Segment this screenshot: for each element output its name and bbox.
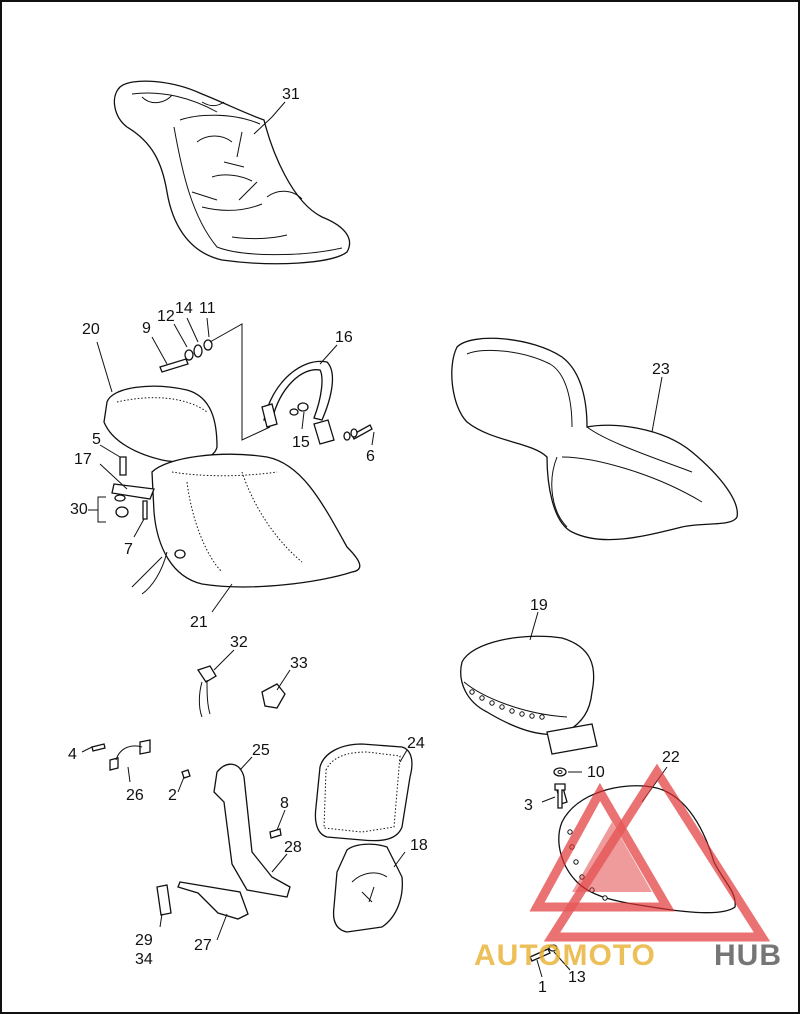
callout-13: 13 <box>568 969 586 986</box>
backrest-24-drawing <box>314 743 413 842</box>
callout-18: 18 <box>410 837 428 854</box>
callout-19: 19 <box>530 597 548 614</box>
watermark-triangle-inner <box>529 782 675 912</box>
callout-16: 16 <box>335 329 353 346</box>
callout-7: 7 <box>124 541 133 558</box>
watermark-brand-part2: HUB <box>714 939 782 972</box>
callout-12: 12 <box>157 308 175 325</box>
callout-4: 4 <box>68 746 77 763</box>
callout-30: 30 <box>70 501 88 518</box>
callout-26: 26 <box>126 787 144 804</box>
watermark-logo: AUTOMOTO HUB <box>474 763 782 972</box>
seat-31-drawing <box>113 80 351 265</box>
callout-15: 15 <box>292 434 310 451</box>
callout-14: 14 <box>175 300 193 317</box>
watermark-triangle-outer <box>543 763 771 942</box>
frame-25-27-28-drawing <box>156 763 291 920</box>
stud-row <box>469 689 545 720</box>
watermark-brand-part1: AUTOMOTO <box>474 939 656 972</box>
callout-11: 11 <box>199 300 216 317</box>
callout-5: 5 <box>92 431 101 448</box>
callout-31: 31 <box>282 86 300 103</box>
clip-32-33-drawing <box>196 665 286 718</box>
watermark-triangle-fill <box>572 822 652 892</box>
callout-23: 23 <box>652 361 670 378</box>
callout-3: 3 <box>524 797 533 814</box>
hardware-5-17-30-7 <box>88 456 155 523</box>
callout-6: 6 <box>366 448 375 465</box>
callout-20: 20 <box>82 321 100 338</box>
cover-18-drawing <box>332 843 403 933</box>
callout-1: 1 <box>538 979 547 996</box>
callout-33: 33 <box>290 655 308 672</box>
seat-23-drawing <box>451 337 738 541</box>
callout-24: 24 <box>407 735 425 752</box>
callout-29: 29 <box>135 932 153 949</box>
bracket-16-drawing <box>261 360 373 445</box>
pillion-19-drawing <box>460 635 598 755</box>
bracket-26-drawing <box>91 739 191 779</box>
callout-22: 22 <box>662 749 680 766</box>
callout-21: 21 <box>190 614 208 631</box>
callout-34: 34 <box>135 951 153 968</box>
callout-27: 27 <box>194 937 212 954</box>
callout-25: 25 <box>252 742 270 759</box>
seat-20-21-drawing <box>103 385 361 595</box>
callout-2: 2 <box>168 787 177 804</box>
callout-9: 9 <box>142 320 151 337</box>
hardware-10-3 <box>553 767 567 809</box>
callout-32: 32 <box>230 634 248 651</box>
callout-28: 28 <box>284 839 302 856</box>
callout-17: 17 <box>74 451 92 468</box>
callout-labels: 31 20 9 12 14 11 16 15 6 5 17 30 7 21 23… <box>68 86 680 996</box>
hardware-bolt-stack <box>159 323 271 441</box>
callout-10: 10 <box>587 764 605 781</box>
callout-8: 8 <box>280 795 289 812</box>
